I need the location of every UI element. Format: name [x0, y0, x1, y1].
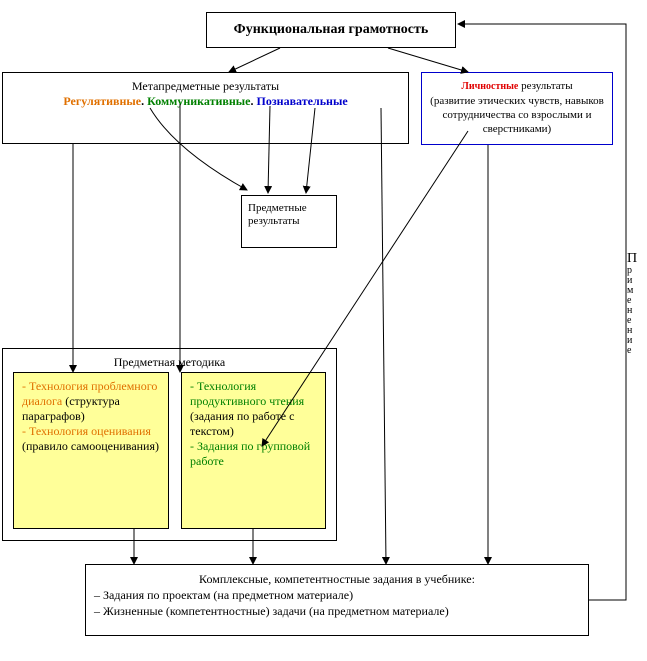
- sep-2: .: [250, 94, 257, 108]
- personal-word: Личностные: [461, 81, 519, 92]
- arrow-meta-to-tasks: [380, 107, 390, 565]
- arrow-comm-to-subject: [264, 105, 273, 194]
- functional-literacy-title: Функциональная грамотность: [233, 22, 429, 37]
- left-methods-note: - Технология проблемного диалога (структ…: [13, 372, 169, 529]
- arrow-top-to-personal: [387, 47, 469, 74]
- side-char: и: [627, 275, 633, 286]
- side-char: е: [627, 345, 632, 356]
- tasks-item-projects: Задания по проектам (на предметном матер…: [103, 588, 354, 602]
- functional-literacy-box: Функциональная грамотность: [206, 12, 456, 48]
- personal-results-box: Личностные результаты (развитие этически…: [421, 72, 613, 145]
- tasks-title: Комплексные, компетентностные задания в …: [199, 572, 475, 586]
- meta-results-title: Метапредметные результаты: [131, 79, 280, 93]
- side-char: м: [627, 285, 634, 296]
- tasks-box: Комплексные, компетентностные задания в …: [85, 564, 589, 636]
- productive-reading-note: (задания по работе с текстом): [190, 409, 295, 438]
- subject-results-box: Предметные результаты: [241, 195, 337, 248]
- personal-results-desc: (развитие этических чувств, навыков сотр…: [430, 95, 604, 135]
- communicative-label: Коммуникативные: [147, 94, 251, 108]
- side-char: П: [627, 251, 638, 266]
- meta-results-types: Регулятивные. Коммуникативные. Познавате…: [3, 94, 408, 109]
- arrow-reg-to-subject: [149, 107, 248, 191]
- arrow-cog-to-subject: [302, 107, 316, 194]
- tasks-item: – Задания по проектам (на предметном мат…: [94, 587, 580, 603]
- group-work-tasks: - Задания по групповой работе: [190, 439, 311, 468]
- application-side-label: П р и м е н е н и е: [627, 252, 647, 356]
- right-methods-note: - Технология продуктивного чтения (задан…: [181, 372, 326, 529]
- problem-dialogue-note: (структура параграфов): [22, 394, 120, 423]
- subject-results-text: Предметные результаты: [248, 202, 307, 227]
- personal-results-title: Личностные результаты: [426, 79, 608, 94]
- side-char: е: [627, 315, 632, 326]
- bullet-2: –: [94, 604, 100, 618]
- regulative-label: Регулятивные: [63, 94, 142, 108]
- tasks-item: – Жизненные (компетентностные) задачи (н…: [94, 603, 580, 619]
- assessment-tech: - Технология оценивания: [22, 424, 151, 438]
- problem-dialogue-tech: - Технология проблемного диалога: [22, 379, 158, 408]
- cognitive-label: Познавательные: [256, 94, 348, 108]
- arrow-feedback-loop: [457, 20, 627, 601]
- sep-1: .: [141, 94, 148, 108]
- personal-rest: результаты: [518, 80, 573, 92]
- assessment-note: (правило самооценивания): [22, 439, 159, 453]
- bullet-1: –: [94, 588, 100, 602]
- productive-reading-tech: - Технология продуктивного чтения: [190, 379, 305, 408]
- side-char: р: [627, 265, 632, 276]
- tasks-item-life: Жизненные (компетентностные) задачи (на …: [103, 604, 449, 618]
- side-char: н: [627, 325, 633, 336]
- arrow-top-to-meta: [228, 47, 281, 73]
- arrow-personal-to-group-work: [261, 130, 469, 447]
- meta-results-box: Метапредметные результаты Регулятивные. …: [2, 72, 409, 144]
- side-char: и: [627, 335, 633, 346]
- side-char: н: [627, 305, 633, 316]
- methodology-title: Предметная методика: [113, 355, 226, 369]
- side-char: е: [627, 295, 632, 306]
